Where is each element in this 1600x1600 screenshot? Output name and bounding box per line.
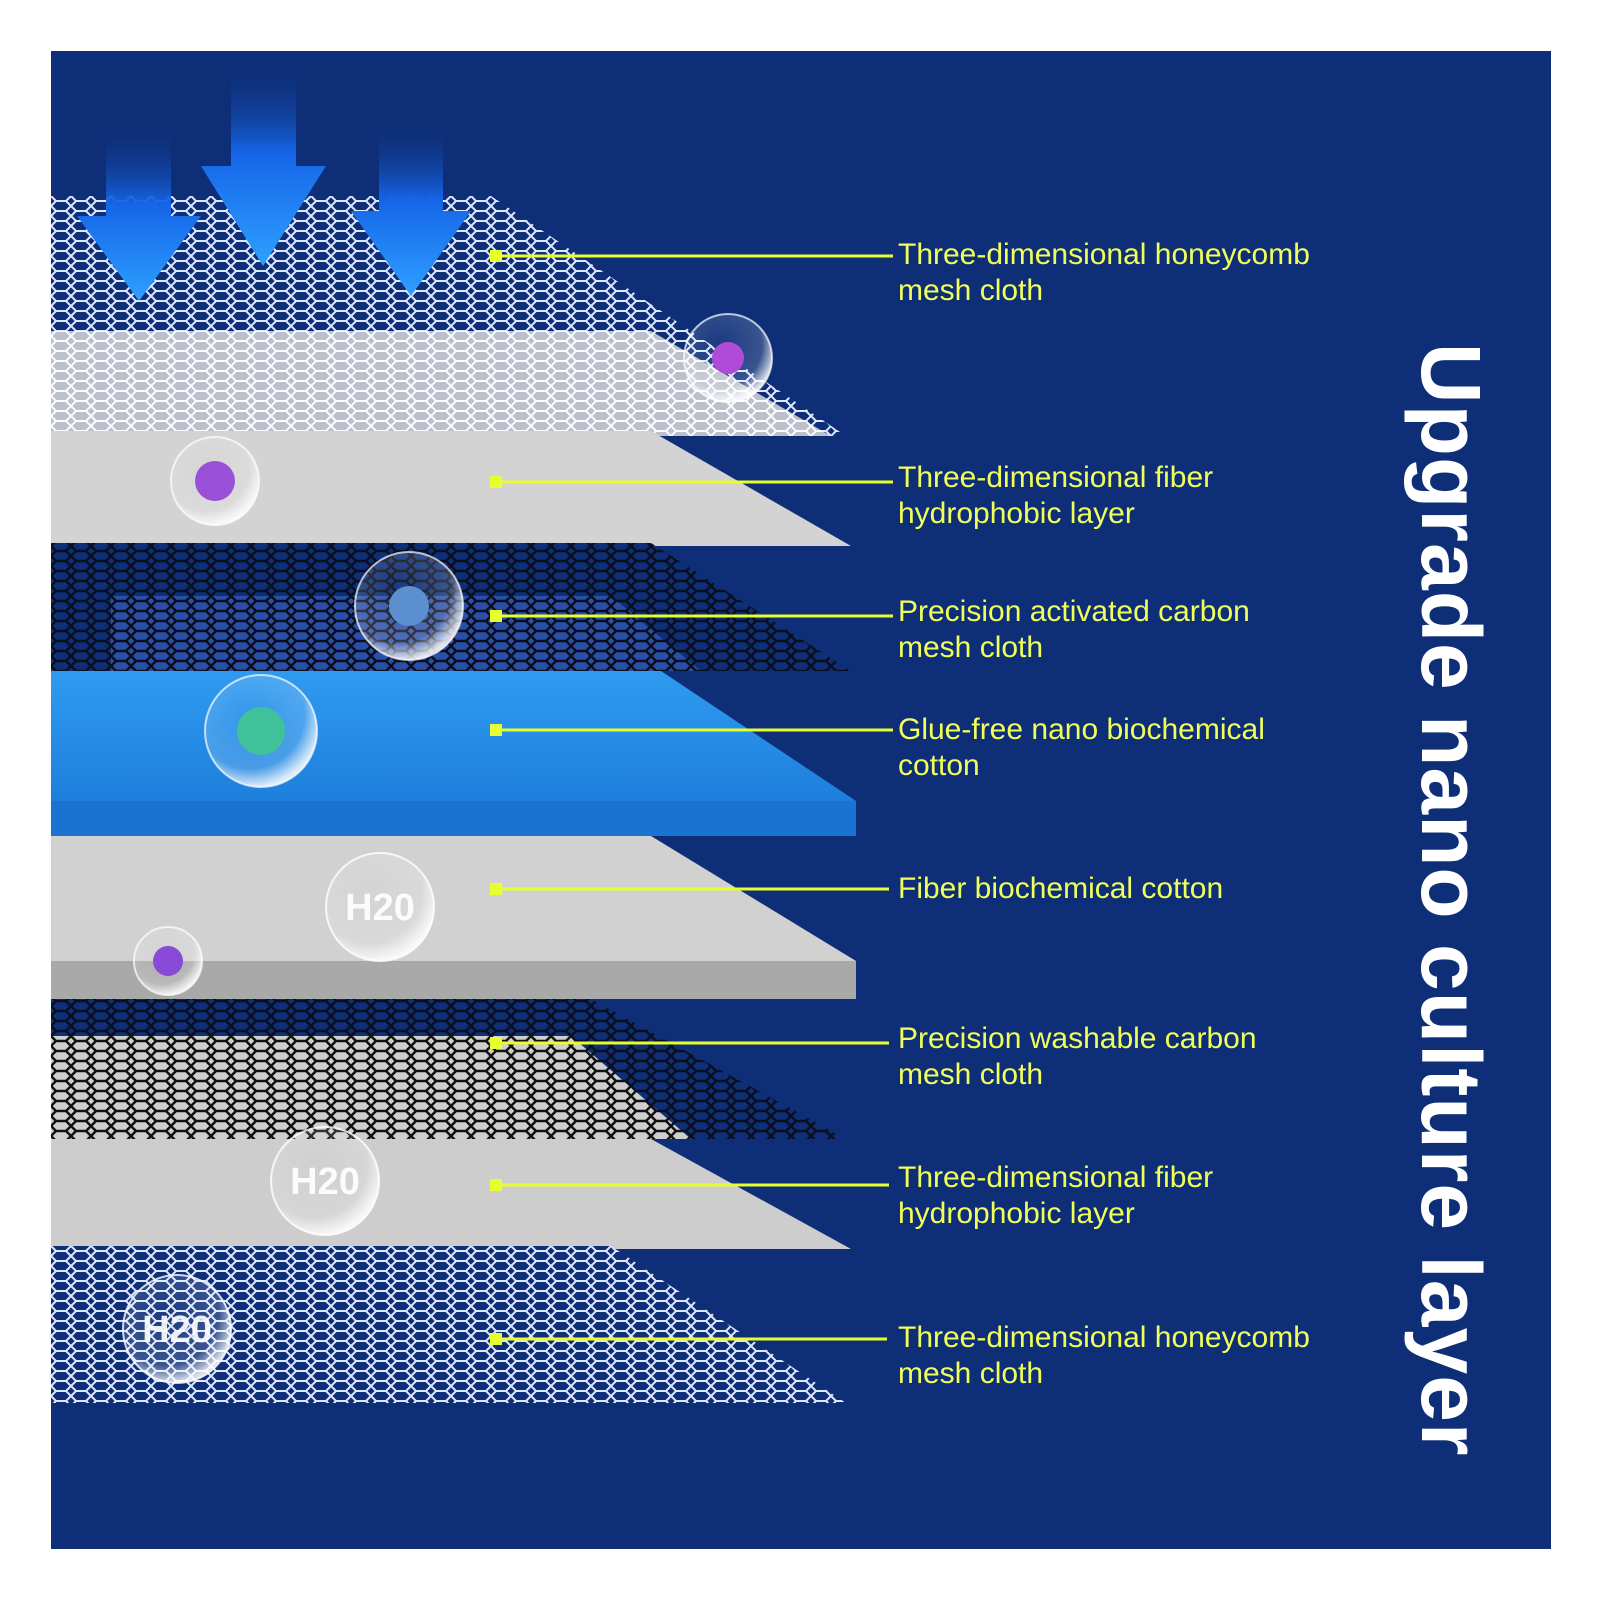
callout-label-line2: cotton <box>898 749 980 782</box>
callout-1: Three-dimensional honeycomb mesh cloth <box>490 238 1310 307</box>
virus-bubble-icon <box>204 674 318 788</box>
layer-6-washable-mesh <box>51 999 846 1139</box>
h2o-label: H20 <box>345 887 415 929</box>
callout-label-line1: Three-dimensional honeycomb <box>898 1321 1310 1354</box>
callout-label-line2: hydrophobic layer <box>898 497 1135 530</box>
layer-4-blue-cotton <box>51 671 856 836</box>
callout-2: Three-dimensional fiber hydrophobic laye… <box>490 461 1213 530</box>
layer-7-hydrophobic <box>51 1139 851 1249</box>
airflow-arrow-icon <box>351 121 471 296</box>
water-bubble-icon: H20 <box>122 1274 232 1384</box>
callout-8: Three-dimensional honeycomb mesh cloth <box>490 1321 1310 1390</box>
callout-label-line2: mesh cloth <box>898 1357 1043 1390</box>
layer-diagram: H20 H20 H20 Three-dimensional honeycomb … <box>51 61 1310 1403</box>
callout-3: Precision activated carbon mesh cloth <box>490 595 1250 664</box>
callout-label-line1: Three-dimensional fiber <box>898 461 1213 494</box>
layer-1-honeycomb <box>51 196 846 436</box>
airflow-arrow-icon <box>201 61 326 266</box>
callout-label-line1: Three-dimensional fiber <box>898 1161 1213 1194</box>
callout-4: Glue-free nano biochemical cotton <box>490 713 1265 782</box>
vertical-title: Upgrade nano culture layer <box>1404 343 1498 1457</box>
layer-8-honeycomb <box>51 1246 846 1403</box>
callout-label-line1: Precision activated carbon <box>898 595 1250 628</box>
virus-bubble-icon <box>170 436 260 526</box>
callout-label-line1: Fiber biochemical cotton <box>898 872 1223 905</box>
callout-label-line2: mesh cloth <box>898 631 1043 664</box>
airflow-arrow-icon <box>77 126 201 301</box>
callout-6: Precision washable carbon mesh cloth <box>490 1022 1257 1091</box>
diagram-panel: H20 H20 H20 Three-dimensional honeycomb … <box>51 51 1551 1549</box>
virus-bubble-icon <box>133 926 203 996</box>
callout-label-line1: Glue-free nano biochemical <box>898 713 1265 746</box>
h2o-label: H20 <box>142 1309 212 1351</box>
virus-bubble-icon <box>683 313 773 403</box>
callout-label-line2: hydrophobic layer <box>898 1197 1135 1230</box>
callout-label-line2: mesh cloth <box>898 1058 1043 1091</box>
callout-label-line2: mesh cloth <box>898 274 1043 307</box>
water-bubble-icon: H20 <box>270 1126 380 1236</box>
virus-bubble-icon <box>354 551 464 661</box>
callout-label-line1: Precision washable carbon <box>898 1022 1257 1055</box>
water-bubble-icon: H20 <box>325 852 435 962</box>
callout-5: Fiber biochemical cotton <box>490 872 1223 905</box>
callout-label-line1: Three-dimensional honeycomb <box>898 238 1310 271</box>
callout-7: Three-dimensional fiber hydrophobic laye… <box>490 1161 1213 1230</box>
h2o-label: H20 <box>290 1161 360 1203</box>
